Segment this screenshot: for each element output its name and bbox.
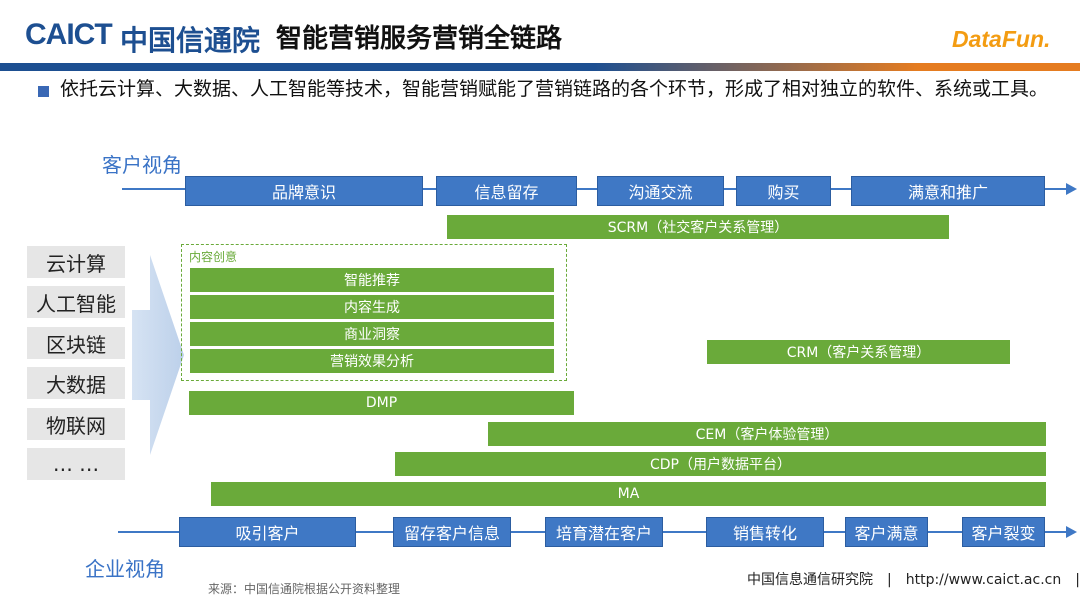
- content-creative-group: [181, 244, 567, 381]
- cem-bar: CEM（客户体验管理）: [488, 422, 1046, 446]
- customer-stage-purchase: 购买: [736, 176, 831, 206]
- arrow-right-icon: [1066, 526, 1077, 538]
- customer-stage-satisfaction: 满意和推广: [851, 176, 1045, 206]
- caict-logo-cn: 中国信通院: [120, 24, 261, 57]
- enterprise-stage-satisfaction: 客户满意: [845, 517, 928, 547]
- content-generation-bar: 内容生成: [190, 295, 554, 319]
- datafun-logo: DataFun.: [952, 26, 1051, 52]
- content-creative-label: 内容创意: [189, 250, 238, 264]
- cdp-bar: CDP（用户数据平台）: [395, 452, 1046, 476]
- header-divider: [0, 63, 1080, 71]
- tech-ai: 人工智能: [27, 286, 125, 318]
- arrow-right-icon: [1066, 183, 1077, 195]
- smart-recommendation-bar: 智能推荐: [190, 268, 554, 292]
- enterprise-stage-nurture: 培育潜在客户: [545, 517, 663, 547]
- square-bullet-icon: [38, 86, 49, 97]
- customer-view-label: 客户视角: [102, 153, 182, 177]
- source-note: 来源：中国信通院根据公开资料整理: [208, 582, 401, 596]
- customer-stage-brand-awareness: 品牌意识: [185, 176, 423, 206]
- enterprise-stage-retain-info: 留存客户信息: [393, 517, 511, 547]
- tech-cloud: 云计算: [27, 246, 125, 278]
- page-title: 智能营销服务营销全链路: [276, 24, 563, 54]
- dmp-bar: DMP: [189, 391, 574, 415]
- tech-iot: 物联网: [27, 408, 125, 440]
- business-insight-bar: 商业洞察: [190, 322, 554, 346]
- enterprise-stage-attract: 吸引客户: [179, 517, 356, 547]
- enterprise-stage-conversion: 销售转化: [706, 517, 824, 547]
- big-right-arrow-icon: [132, 255, 184, 455]
- scrm-bar: SCRM（社交客户关系管理）: [447, 215, 949, 239]
- customer-stage-info-retention: 信息留存: [436, 176, 577, 206]
- tech-bigdata: 大数据: [27, 367, 125, 399]
- customer-timeline-line: [122, 188, 1068, 190]
- enterprise-stage-fission: 客户裂变: [962, 517, 1045, 547]
- marketing-effect-analysis-bar: 营销效果分析: [190, 349, 554, 373]
- crm-bar: CRM（客户关系管理）: [707, 340, 1010, 364]
- caict-logo: CAICT: [25, 18, 113, 51]
- footer-text: 中国信息通信研究院 | http://www.caict.ac.cn |: [747, 572, 1080, 588]
- tech-more: … …: [27, 448, 125, 480]
- intro-text: 依托云计算、大数据、人工智能等技术，智能营销赋能了营销链路的各个环节，形成了相对…: [60, 78, 1049, 100]
- ma-bar: MA: [211, 482, 1046, 506]
- customer-stage-communication: 沟通交流: [597, 176, 724, 206]
- tech-blockchain: 区块链: [27, 327, 125, 359]
- enterprise-view-label: 企业视角: [85, 557, 165, 581]
